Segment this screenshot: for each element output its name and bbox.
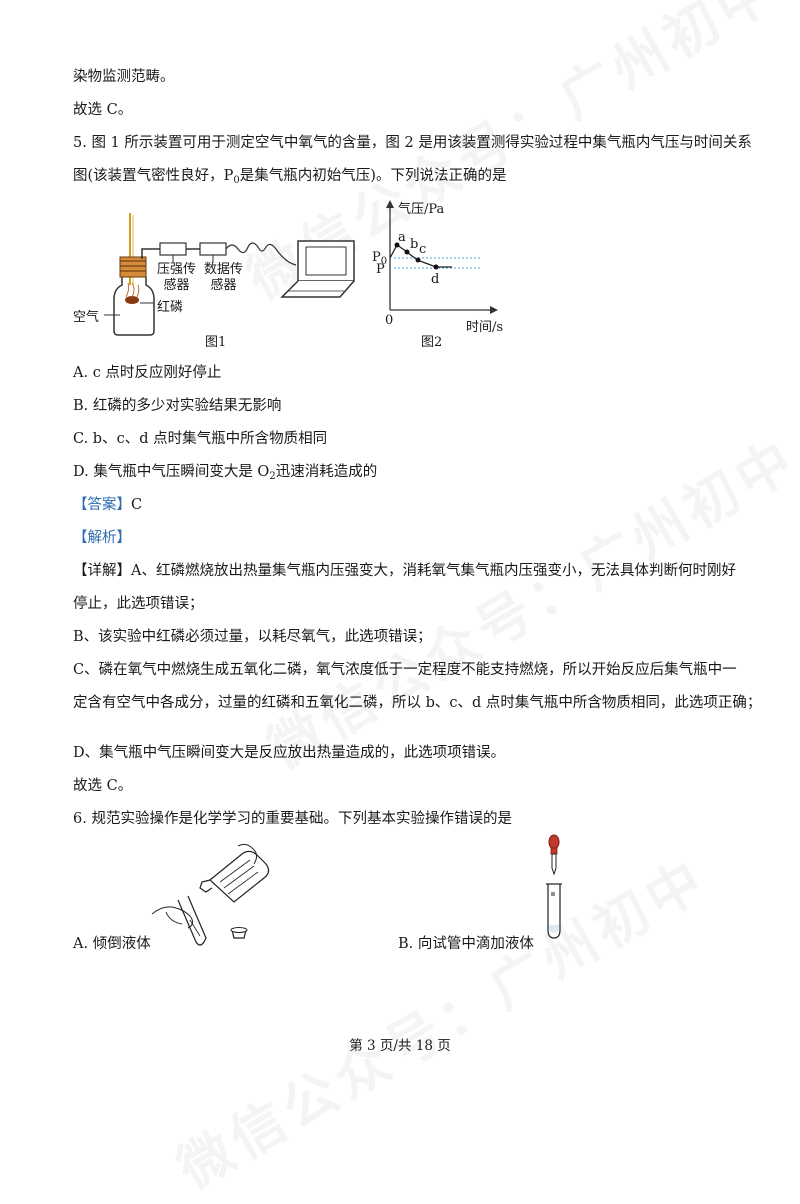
y-axis-label: 气压/Pa <box>398 202 445 217</box>
detail-line: D、集气瓶中气压瞬间变大是反应放出热量造成的，此选项项错误。 <box>73 745 506 761</box>
answer-label: 【答案】 <box>73 497 131 513</box>
q6-option-a: A. 倾倒液体 <box>73 936 151 952</box>
subscript: 2 <box>269 471 276 482</box>
detail-line: C、磷在氧气中燃烧生成五氧化二磷，氧气浓度低于一定程度不能支持燃烧，所以开始反应… <box>73 662 737 678</box>
text-span: D. 集气瓶中气压瞬间变大是 O <box>73 464 270 480</box>
point-a <box>394 242 400 248</box>
label-line: 压强传 <box>157 262 197 277</box>
text-span: 图(该装置气密性良好，P <box>73 168 234 184</box>
point-d <box>433 264 439 270</box>
air-label: 空气 <box>73 310 100 325</box>
point-c <box>415 257 421 263</box>
option-a: A. c 点时反应刚好停止 <box>73 365 222 381</box>
text-span: 迅速消耗造成的 <box>275 464 378 480</box>
q6-option-b: B. 向试管中滴加液体 <box>398 936 534 952</box>
answer-value: C <box>131 497 143 513</box>
point-b-label: b <box>410 237 419 252</box>
label-line: 数据传 <box>204 262 244 277</box>
question-5-line1: 5. 图 1 所示装置可用于测定空气中氧气的含量，图 2 是用该装置测得实验过程… <box>73 135 752 151</box>
x-axis-label: 时间/s <box>466 320 504 335</box>
detail-line: 【详解】A、红磷燃烧放出热量集气瓶内压强变大，消耗氧气集气瓶内压强变小，无法具体… <box>73 563 736 579</box>
figure-1-apparatus <box>104 213 355 336</box>
pressure-sensor-label: 压强传 感器 <box>157 262 196 294</box>
dropper-illustration <box>546 834 562 939</box>
option-b: B. 红磷的多少对实验结果无影响 <box>73 398 282 414</box>
label-line: 感器 <box>210 278 237 293</box>
origin-label: 0 <box>385 313 394 328</box>
point-b <box>404 249 410 255</box>
answer-line: 【答案】C <box>73 495 142 515</box>
figure-2-caption: 图2 <box>421 335 443 350</box>
point-c-label: c <box>419 242 427 257</box>
detail-line: 定含有空气中各成分，过量的红磷和五氧化二磷，所以 b、c、d 点时集气瓶中所含物… <box>73 695 762 711</box>
analysis-label: 【解析】 <box>73 530 131 546</box>
figure-2-graph <box>386 200 498 314</box>
text-line: 故选 C。 <box>73 102 133 118</box>
p-label: P <box>376 262 385 277</box>
detail-line: B、该实验中红磷必须过量，以耗尽氧气，此选项错误； <box>73 629 432 645</box>
p0-label: P0 <box>372 250 388 267</box>
page-footer: 第 3 页/共 18 页 <box>349 1038 451 1054</box>
subscript: 0 <box>233 175 240 186</box>
detail-line: 停止，此选项错误； <box>73 596 204 612</box>
question-6: 6. 规范实验操作是化学学习的重要基础。下列基本实验操作错误的是 <box>73 811 512 827</box>
text-span: 是集气瓶内初始气压)。下列说法正确的是 <box>239 168 507 184</box>
question-5-line2: 图(该装置气密性良好，P0是集气瓶内初始气压)。下列说法正确的是 <box>73 166 506 186</box>
point-d-label: d <box>431 272 440 287</box>
point-a-label: a <box>398 230 406 245</box>
figure-1-caption: 图1 <box>205 335 227 350</box>
p0-subscript: 0 <box>380 256 388 267</box>
label-line: 感器 <box>163 278 190 293</box>
option-c: C. b、c、d 点时集气瓶中所含物质相同 <box>73 431 328 447</box>
data-sensor-label: 数据传 感器 <box>204 262 243 294</box>
option-d: D. 集气瓶中气压瞬间变大是 O2迅速消耗造成的 <box>73 462 377 482</box>
text-line: 染物监测范畴。 <box>73 69 175 85</box>
pouring-liquid-illustration <box>151 843 270 946</box>
p0-text: P <box>372 250 381 265</box>
red-phosphorus-label: 红磷 <box>157 300 184 315</box>
text-line: 故选 C。 <box>73 778 133 794</box>
